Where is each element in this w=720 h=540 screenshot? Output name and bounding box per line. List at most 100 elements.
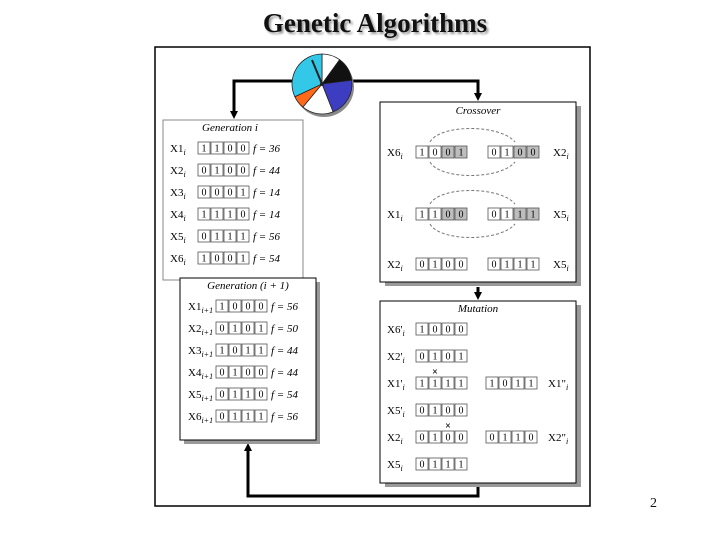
bit-value: 0 [490,433,495,444]
chromosome-name: X2' [387,351,402,363]
slide-title: Genetic Algorithms [262,8,488,38]
bit-cell [254,321,268,335]
bit-value: 0 [202,232,207,243]
bit-cell [223,207,237,221]
bit-cell [441,403,455,417]
generation-subscript: i [402,329,404,338]
bit-cell [487,145,501,159]
generation-subscript: i [566,437,568,446]
chromosome-label: X2i [553,147,569,161]
bit-value: 1 [433,210,438,221]
bit-value: 0 [459,433,464,444]
fitness-value: f = 44 [271,345,298,357]
bit-value: 0 [215,254,220,265]
crossover-box [379,101,577,283]
bit-value: 0 [459,260,464,271]
chromosome-label: X4i+1 [188,367,213,381]
chromosome-label: X6i+1 [188,411,213,425]
bit-cell [500,257,514,271]
cycle-arrows [230,79,482,498]
bit-value: 0 [259,302,264,313]
bit-cell [210,185,224,199]
crossover-swap-arc [429,223,516,238]
chromosome-name: X6 [170,253,184,265]
bit-value: 0 [446,325,451,336]
bit-cell [215,299,229,313]
bit-value: 0 [420,260,425,271]
fitness-value: f = 36 [253,143,280,155]
bit-cell [441,145,455,159]
generation-subscript: i+1 [201,350,213,359]
generation-subscript: i [402,410,404,419]
chromosome-label: X3i [170,187,186,201]
bit-cell [428,207,442,221]
wheel-hub [320,82,324,86]
bit-cell [500,145,514,159]
bit-cell [498,376,512,390]
bit-value: 0 [220,324,225,335]
fitness-value: f = 14 [253,209,280,221]
chromosome-name: X2 [170,165,183,177]
bit-value: 1 [220,346,225,357]
bit-value: 1 [241,188,246,199]
bit-cell [441,349,455,363]
chromosome-label: X5i [553,209,569,223]
bit-value: 0 [228,144,233,155]
bit-cell [210,229,224,243]
bit-cell [197,185,211,199]
chromosome-name: X5 [170,231,184,243]
bit-value: 0 [446,148,451,159]
bit-value: 0 [220,390,225,401]
bit-cell [197,207,211,221]
bit-value: 1 [516,433,521,444]
generation-subscript: i+1 [201,306,213,315]
bit-value: 0 [459,406,464,417]
bit-value: 1 [446,460,451,471]
bit-value: 1 [420,379,425,390]
bit-value: 1 [529,379,534,390]
bit-value: 1 [433,460,438,471]
bit-cell [210,141,224,155]
bit-value: 1 [241,254,246,265]
bit-cell [228,409,242,423]
bit-cell [441,376,455,390]
chromosome-name: X2 [387,259,400,271]
chromosome-label: X2"i [548,432,568,446]
chromosome-name: X5 [387,459,401,471]
bit-value: 0 [433,148,438,159]
bit-value: 1 [246,346,251,357]
bit-cell [415,145,429,159]
bit-value: 1 [215,232,220,243]
bit-value: 0 [492,210,497,221]
bit-value: 0 [228,166,233,177]
chromosome-name: X1 [170,143,183,155]
bit-value: 1 [433,352,438,363]
generation-subscript: i [566,264,568,273]
crossover-swap-arc [429,128,516,143]
bit-cell [526,257,540,271]
bit-value: 1 [241,232,246,243]
bit-value: 1 [503,433,508,444]
wheel-pointer [311,59,323,85]
mutation-title: Mutation [457,303,499,315]
chromosome-label: X1i+1 [188,301,213,315]
chromosome-name: X1" [548,378,566,390]
bit-value: 1 [202,144,207,155]
bit-cell [236,163,250,177]
bit-value: 1 [233,324,238,335]
bit-cell [415,430,429,444]
